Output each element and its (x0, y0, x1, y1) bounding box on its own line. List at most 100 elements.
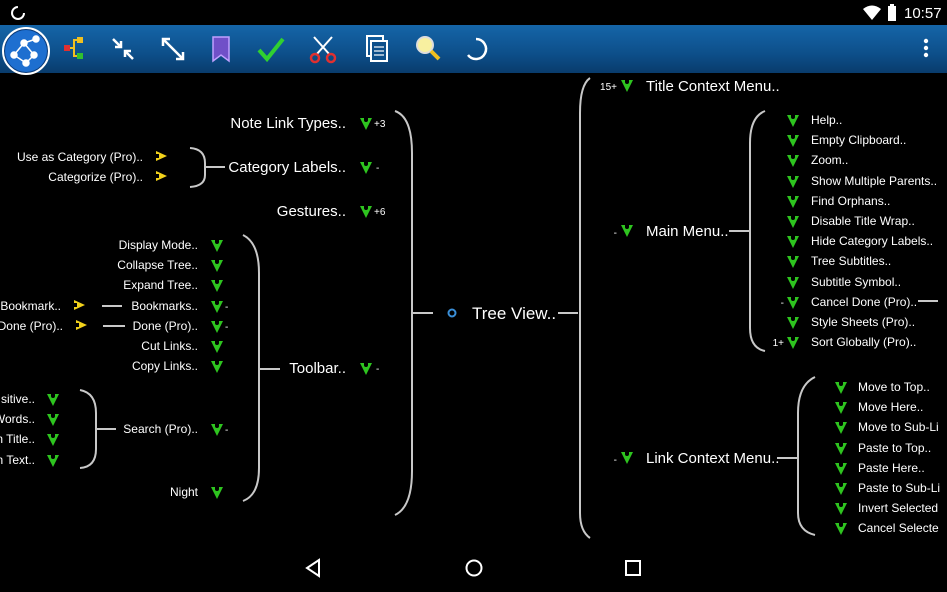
toolbar-item-label[interactable]: Display Mode.. (118, 238, 198, 252)
search-option-label[interactable]: sitive.. (0, 392, 35, 406)
expand-arrow-icon[interactable] (210, 361, 224, 375)
main-menu-item-label[interactable]: Zoom.. (811, 153, 849, 168)
expand-arrow-icon[interactable] (786, 175, 800, 190)
toolbar-item-label[interactable]: Expand Tree.. (123, 278, 198, 292)
expand-arrow-icon[interactable] (210, 240, 224, 254)
expand-arrow-icon[interactable] (786, 216, 800, 230)
pointer-arrow-icon[interactable] (156, 170, 170, 184)
expand-arrow-icon[interactable] (786, 236, 800, 250)
main-menu-item-label[interactable]: Show Multiple Parents.. (811, 173, 938, 188)
expand-arrow-icon[interactable] (46, 394, 60, 408)
main-menu-item-label[interactable]: Hide Category Labels.. (811, 234, 934, 249)
expand-arrow-icon[interactable] (786, 296, 800, 311)
category-labels-label[interactable]: Category Labels.. (228, 159, 346, 176)
expand-arrow-icon[interactable] (620, 452, 634, 466)
expand-arrow-icon[interactable] (786, 256, 800, 270)
bookmark-button[interactable] (200, 25, 242, 73)
link-menu-item-label[interactable]: Move to Top.. (858, 380, 930, 394)
link-context-menu-label[interactable]: Link Context Menu.. (646, 450, 780, 467)
toolbar-item-label[interactable]: Cut Links.. (141, 339, 198, 353)
root-node-label[interactable]: Tree View.. (472, 304, 557, 323)
expand-arrow-icon[interactable] (620, 225, 634, 239)
main-menu-item-label[interactable]: Tree Subtitles.. (811, 254, 892, 269)
expand-arrow-icon[interactable] (834, 402, 848, 416)
main-menu-item-label[interactable]: Disable Title Wrap.. (811, 214, 915, 228)
tree-structure-button[interactable] (55, 25, 97, 73)
expand-arrow-icon[interactable] (786, 135, 800, 149)
main-menu-item-label[interactable]: Subtitle Symbol.. (811, 274, 902, 289)
app-logo-button[interactable] (0, 25, 52, 75)
expand-arrow-icon[interactable] (210, 301, 224, 315)
refresh-button[interactable] (456, 25, 498, 73)
done-button[interactable] (250, 25, 292, 73)
expand-arrow-icon[interactable] (359, 162, 373, 176)
collapse-button[interactable] (102, 25, 144, 73)
toolbar-item-label[interactable]: Bookmarks.. (131, 299, 198, 313)
done-child-label[interactable]: Done (Pro).. (0, 319, 63, 333)
pointer-arrow-icon[interactable] (76, 319, 90, 333)
categorize-label[interactable]: Categorize (Pro).. (48, 170, 143, 184)
expand-arrow-icon[interactable] (834, 483, 848, 497)
expand-arrow-icon[interactable] (210, 321, 224, 335)
expand-arrow-icon[interactable] (786, 155, 800, 169)
expand-arrow-icon[interactable] (834, 422, 848, 436)
expand-arrow-icon[interactable] (786, 195, 800, 210)
main-menu-item-label[interactable]: Style Sheets (Pro).. (811, 315, 916, 329)
expand-arrow-icon[interactable] (786, 337, 800, 351)
expand-arrow-icon[interactable] (834, 503, 848, 517)
main-menu-item-label[interactable]: Sort Globally (Pro).. (811, 335, 917, 350)
link-menu-item-label[interactable]: Invert Selected (858, 501, 939, 516)
link-menu-item-label[interactable]: Move to Sub-Li (858, 420, 939, 435)
link-menu-item-label[interactable]: Paste Here.. (858, 460, 925, 475)
gestures-label[interactable]: Gestures.. (276, 203, 346, 220)
expand-arrow-icon[interactable] (46, 434, 60, 448)
main-menu-item-label[interactable]: Find Orphans.. (811, 193, 891, 208)
bookmark-child-label[interactable]: Bookmark.. (0, 299, 61, 313)
toolbar-node-label[interactable]: Toolbar.. (289, 360, 346, 377)
expand-arrow-icon[interactable] (834, 442, 848, 457)
expand-arrow-icon[interactable] (46, 414, 60, 428)
toolbar-item-label[interactable]: Night (169, 485, 198, 499)
expand-arrow-icon[interactable] (46, 455, 60, 469)
expand-arrow-icon[interactable] (834, 462, 848, 477)
expand-arrow-icon[interactable] (359, 118, 373, 132)
link-menu-item-label[interactable]: Move Here.. (858, 400, 924, 415)
note-link-types-label[interactable]: Note Link Types.. (230, 115, 346, 132)
pointer-arrow-icon[interactable] (74, 299, 88, 313)
toolbar-item-label[interactable]: Search (Pro).. (123, 422, 198, 436)
expand-arrow-icon[interactable] (359, 363, 373, 377)
pointer-arrow-icon[interactable] (156, 150, 170, 164)
copy-button[interactable] (356, 25, 398, 73)
expand-arrow-icon[interactable] (359, 206, 373, 220)
expand-arrow-icon[interactable] (210, 260, 224, 274)
toolbar-item-label[interactable]: Copy Links.. (131, 359, 198, 373)
link-menu-item-label[interactable]: Paste to Sub-Li (858, 481, 941, 495)
expand-arrow-icon[interactable] (210, 341, 224, 355)
expand-arrow-icon[interactable] (834, 382, 848, 396)
main-menu-item-label[interactable]: Help.. (811, 113, 843, 127)
link-menu-item-label[interactable]: Cancel Selecte (858, 521, 939, 536)
expand-button[interactable] (152, 25, 194, 73)
expand-arrow-icon[interactable] (786, 276, 800, 291)
expand-arrow-icon[interactable] (210, 280, 224, 294)
main-menu-item-label[interactable]: Empty Clipboard.. (811, 133, 907, 148)
home-icon[interactable] (462, 556, 486, 580)
expand-arrow-icon[interactable] (620, 80, 634, 94)
expand-arrow-icon[interactable] (834, 523, 848, 537)
expand-arrow-icon[interactable] (786, 317, 800, 331)
main-menu-label[interactable]: Main Menu.. (646, 223, 729, 240)
title-context-menu-label[interactable]: Title Context Menu.. (646, 78, 780, 95)
expand-arrow-icon[interactable] (210, 487, 224, 501)
search-button[interactable] (407, 25, 449, 73)
expand-arrow-icon[interactable] (210, 424, 224, 438)
link-menu-item-label[interactable]: Paste to Top.. (858, 440, 932, 455)
overflow-menu-button[interactable] (905, 25, 947, 73)
toolbar-item-label[interactable]: Done (Pro).. (132, 319, 198, 333)
search-option-label[interactable]: Words.. (0, 412, 35, 426)
expand-arrow-icon[interactable] (786, 115, 800, 129)
search-option-label[interactable]: n Text.. (0, 453, 35, 467)
tree-canvas[interactable]: Tree View.. Note Link Types.. +3 Categor… (0, 73, 947, 546)
back-icon[interactable] (302, 556, 326, 580)
use-as-category-label[interactable]: Use as Category (Pro).. (16, 150, 143, 164)
recents-icon[interactable] (621, 556, 645, 580)
